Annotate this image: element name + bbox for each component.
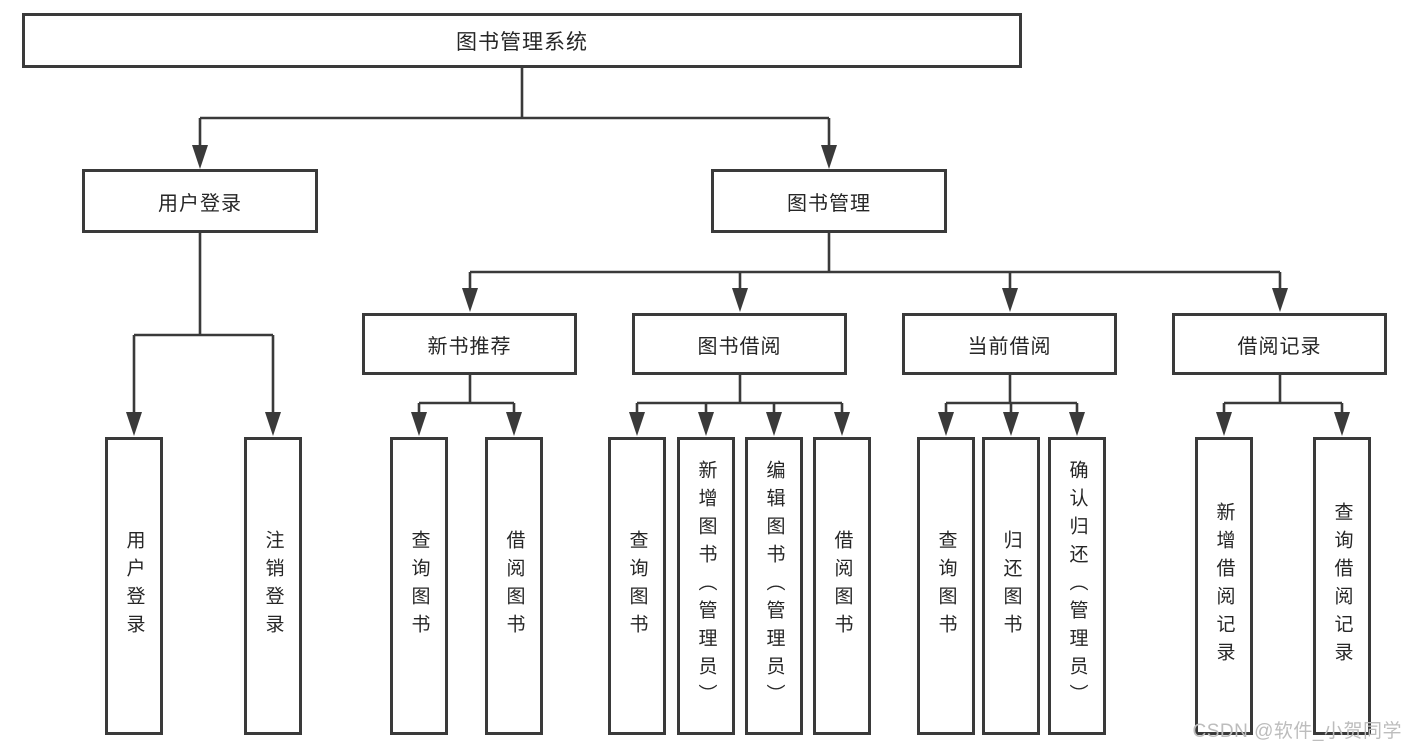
leaf-borrow-add-admin-label: 新增图书（管理员） [695, 460, 717, 712]
node-book-borrow-label: 图书借阅 [697, 335, 782, 358]
leaf-records-add-label: 新增借阅记录 [1213, 502, 1235, 670]
node-borrow-records-label: 借阅记录 [1237, 335, 1322, 358]
leaf-records-query-label: 查询借阅记录 [1331, 502, 1353, 670]
leaf-logout-login-label: 注销登录 [262, 530, 284, 642]
node-book-borrow: 图书借阅 [632, 313, 847, 375]
node-root: 图书管理系统 [22, 13, 1022, 68]
leaf-user-login: 用户登录 [105, 437, 163, 735]
watermark: CSDN @软件_小贺同学 [1192, 721, 1402, 742]
leaf-current-query: 查询图书 [917, 437, 975, 735]
node-user-login: 用户登录 [82, 169, 318, 233]
leaf-current-return-label: 归还图书 [1000, 530, 1022, 642]
node-new-book-recommend-label: 新书推荐 [427, 335, 512, 358]
leaf-borrow-borrow-label: 借阅图书 [831, 530, 853, 642]
leaf-borrow-edit-admin: 编辑图书（管理员） [745, 437, 803, 735]
leaf-records-add: 新增借阅记录 [1195, 437, 1253, 735]
leaf-current-query-label: 查询图书 [935, 530, 957, 642]
leaf-user-login-label: 用户登录 [123, 530, 145, 642]
leaf-newbooks-borrow-label: 借阅图书 [503, 530, 525, 642]
leaf-newbooks-borrow: 借阅图书 [485, 437, 543, 735]
node-book-management: 图书管理 [711, 169, 947, 233]
leaf-newbooks-query: 查询图书 [390, 437, 448, 735]
leaf-records-query: 查询借阅记录 [1313, 437, 1371, 735]
leaf-current-confirm-return-admin: 确认归还（管理员） [1048, 437, 1106, 735]
leaf-newbooks-query-label: 查询图书 [408, 530, 430, 642]
leaf-current-confirm-return-admin-label: 确认归还（管理员） [1066, 460, 1088, 712]
leaf-borrow-query: 查询图书 [608, 437, 666, 735]
leaf-borrow-add-admin: 新增图书（管理员） [677, 437, 735, 735]
node-new-book-recommend: 新书推荐 [362, 313, 577, 375]
leaf-current-return: 归还图书 [982, 437, 1040, 735]
leaf-borrow-edit-admin-label: 编辑图书（管理员） [763, 460, 785, 712]
node-current-borrow-label: 当前借阅 [967, 335, 1052, 358]
node-book-management-label: 图书管理 [787, 192, 871, 215]
leaf-logout-login: 注销登录 [244, 437, 302, 735]
leaf-borrow-borrow: 借阅图书 [813, 437, 871, 735]
node-root-label: 图书管理系统 [456, 30, 588, 54]
node-current-borrow: 当前借阅 [902, 313, 1117, 375]
node-borrow-records: 借阅记录 [1172, 313, 1387, 375]
leaf-borrow-query-label: 查询图书 [626, 530, 648, 642]
node-user-login-label: 用户登录 [158, 192, 242, 215]
